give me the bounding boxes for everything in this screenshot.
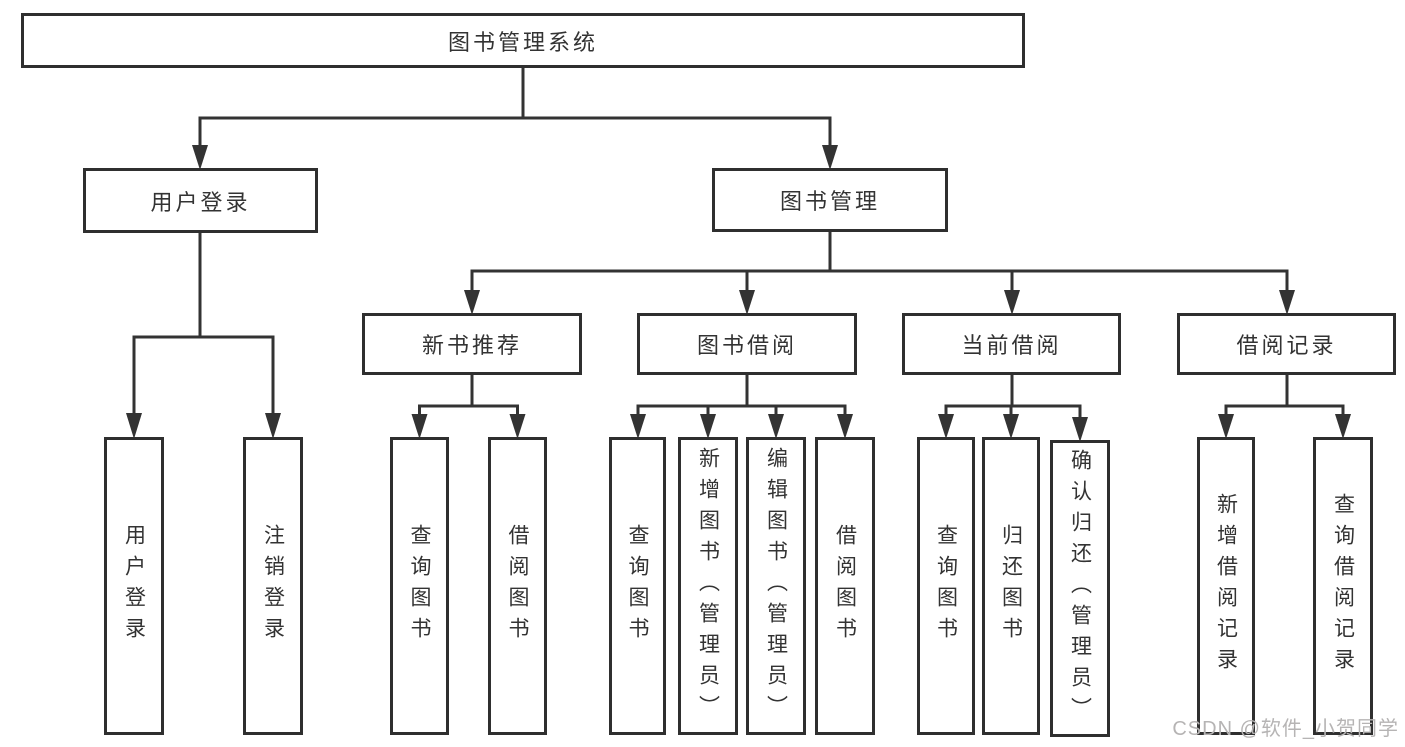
- node-book-management: 图书管理: [712, 168, 948, 232]
- connector-borrow-records-children: [1218, 373, 1351, 439]
- node-label: 图书管理: [779, 189, 880, 214]
- leaf-label: 新增借阅记录: [1214, 493, 1238, 679]
- node-label: 借阅记录: [1236, 333, 1337, 358]
- connector-root-to-level2: [192, 66, 838, 170]
- leaf-label: 查询图书: [408, 524, 431, 648]
- node-label: 图书管理系统: [447, 29, 598, 55]
- leaf-query-borrow-record: 查询借阅记录: [1313, 437, 1373, 735]
- node-book-borrowing: 图书借阅: [637, 313, 857, 375]
- leaf-add-book-admin: 新增图书（管理员）: [678, 437, 738, 735]
- node-current-borrowing: 当前借阅: [902, 313, 1121, 375]
- leaf-label: 注销登录: [261, 524, 285, 648]
- node-label: 当前借阅: [961, 333, 1062, 358]
- node-user-login: 用户登录: [83, 168, 318, 233]
- leaf-label: 归还图书: [999, 524, 1023, 648]
- leaf-borrow-books-2: 借阅图书: [815, 437, 875, 735]
- connector-new-book-rec-children: [411, 373, 526, 439]
- leaf-label: 查询图书: [626, 524, 649, 648]
- leaf-label: 借阅图书: [833, 524, 857, 648]
- connector-current-borrow-children: [938, 373, 1088, 442]
- leaf-label: 查询图书: [934, 524, 958, 648]
- leaf-add-borrow-record: 新增借阅记录: [1197, 437, 1255, 735]
- leaf-query-books-2: 查询图书: [609, 437, 666, 735]
- leaf-borrow-books-1: 借阅图书: [488, 437, 547, 735]
- node-new-book-recommendation: 新书推荐: [362, 313, 582, 375]
- connector-book-management-children: [464, 230, 1295, 315]
- leaf-return-books: 归还图书: [982, 437, 1040, 735]
- node-label: 图书借阅: [696, 333, 797, 358]
- node-label: 用户登录: [150, 189, 251, 215]
- node-borrowing-records: 借阅记录: [1177, 313, 1396, 375]
- leaf-label: 确认归还（管理员）: [1068, 449, 1092, 728]
- leaf-user-login: 用户登录: [104, 437, 164, 735]
- leaf-label: 借阅图书: [506, 524, 529, 648]
- leaf-query-books-3: 查询图书: [917, 437, 975, 735]
- connector-user-login-children: [126, 231, 281, 439]
- leaf-label: 编辑图书（管理员）: [764, 446, 788, 726]
- leaf-label: 查询借阅记录: [1331, 493, 1355, 679]
- node-library-system: 图书管理系统: [21, 13, 1025, 68]
- leaf-confirm-return-admin: 确认归还（管理员）: [1050, 440, 1110, 737]
- node-label: 新书推荐: [421, 333, 522, 358]
- csdn-watermark: CSDN @软件_小贺同学: [1172, 718, 1399, 740]
- leaf-query-books-1: 查询图书: [390, 437, 449, 735]
- leaf-label: 新增图书（管理员）: [696, 446, 720, 726]
- connector-book-borrow-children: [630, 373, 853, 439]
- leaf-edit-book-admin: 编辑图书（管理员）: [746, 437, 806, 735]
- leaf-label: 用户登录: [122, 524, 146, 648]
- leaf-logout: 注销登录: [243, 437, 303, 735]
